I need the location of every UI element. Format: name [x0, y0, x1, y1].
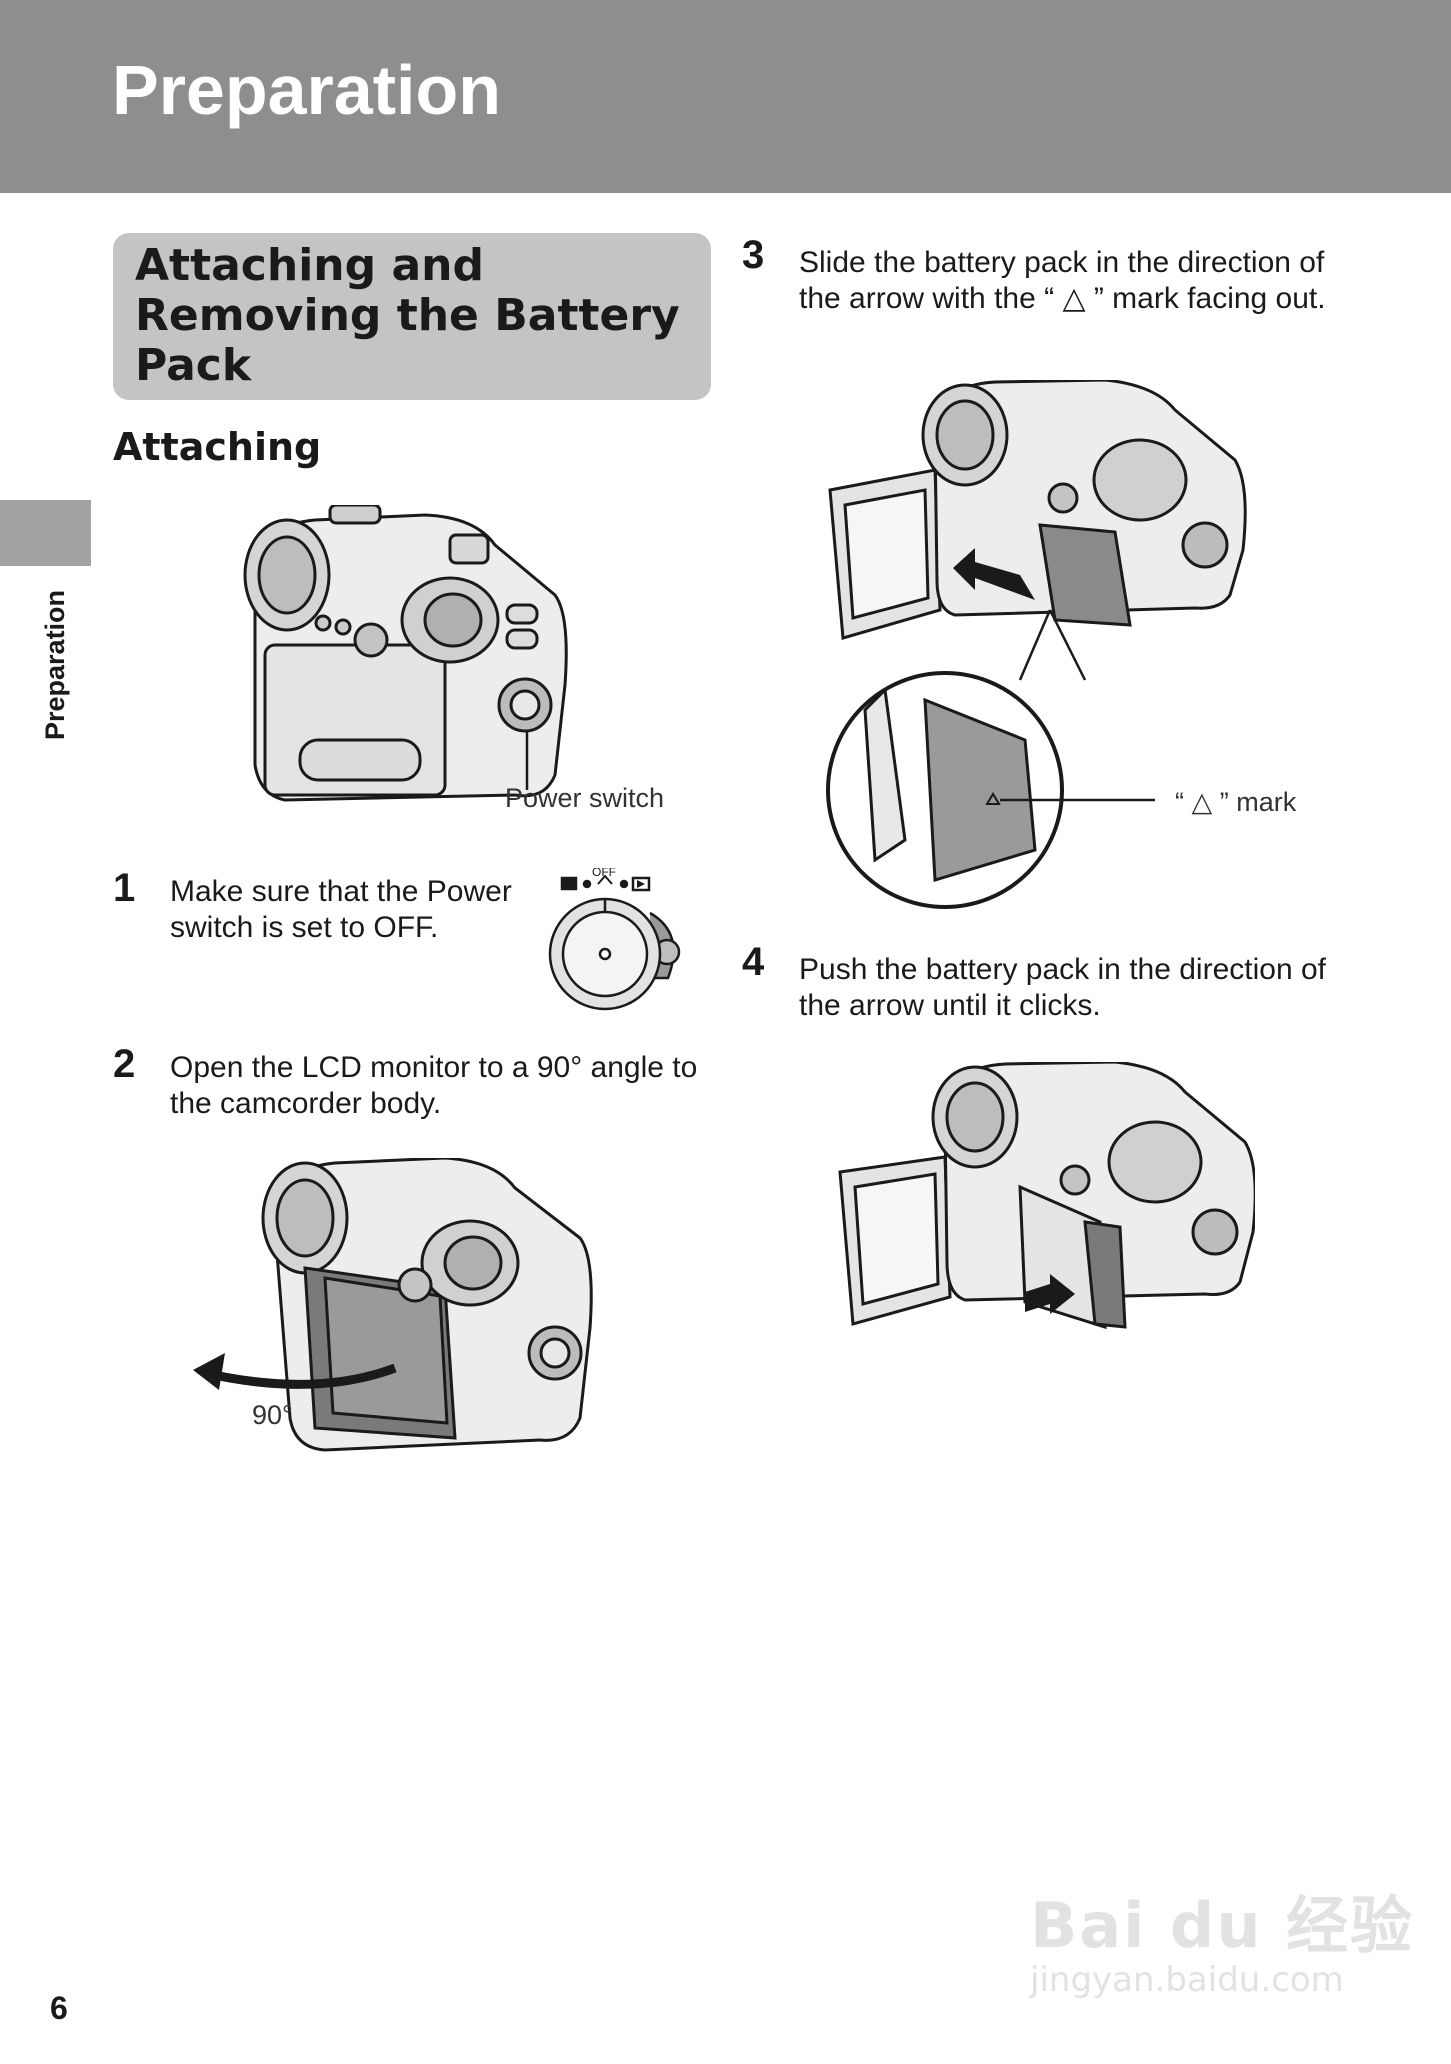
step-1-text: Make sure that the Power switch is set t…: [170, 875, 512, 944]
step-3-number: 3: [742, 233, 765, 277]
camcorder-power-switch-illustration: [243, 505, 568, 802]
angle-caption: 90°: [252, 1400, 293, 1430]
watermark-logo: Bai du 经验: [1030, 1889, 1415, 1962]
step-3-text: Slide the battery pack in the direction …: [799, 246, 1326, 315]
power-switch-caption: Power switch: [505, 783, 665, 813]
side-tab-label: Preparation: [40, 589, 70, 740]
page-header: Preparation: [0, 0, 1451, 193]
section-heading-box: Attaching and Removing the Battery Pack: [113, 233, 711, 400]
section-title: Attaching and Removing the Battery Pack: [135, 240, 680, 391]
watermark-url: jingyan.baidu.com: [1030, 1960, 1344, 2000]
battery-slide-illustration: [826, 380, 1247, 909]
step-4-number: 4: [742, 940, 765, 984]
side-tab-marker: [0, 500, 91, 566]
step-2-number: 2: [113, 1042, 136, 1086]
power-dial-icon: OFF: [548, 868, 681, 1011]
sub-heading-attaching: Attaching: [113, 425, 322, 469]
battery-push-illustration: [838, 1062, 1255, 1330]
mark-caption: “ △ ” mark: [1175, 787, 1297, 817]
step-4-text: Push the battery pack in the direction o…: [799, 953, 1326, 1022]
step-1-number: 1: [113, 866, 136, 910]
page-number: 6: [50, 1990, 68, 2026]
page-title: Preparation: [112, 51, 501, 129]
dial-off-label: OFF: [592, 868, 616, 879]
camcorder-lcd-open-illustration: [193, 1158, 593, 1452]
step-2-text: Open the LCD monitor to a 90° angle to t…: [170, 1051, 698, 1120]
